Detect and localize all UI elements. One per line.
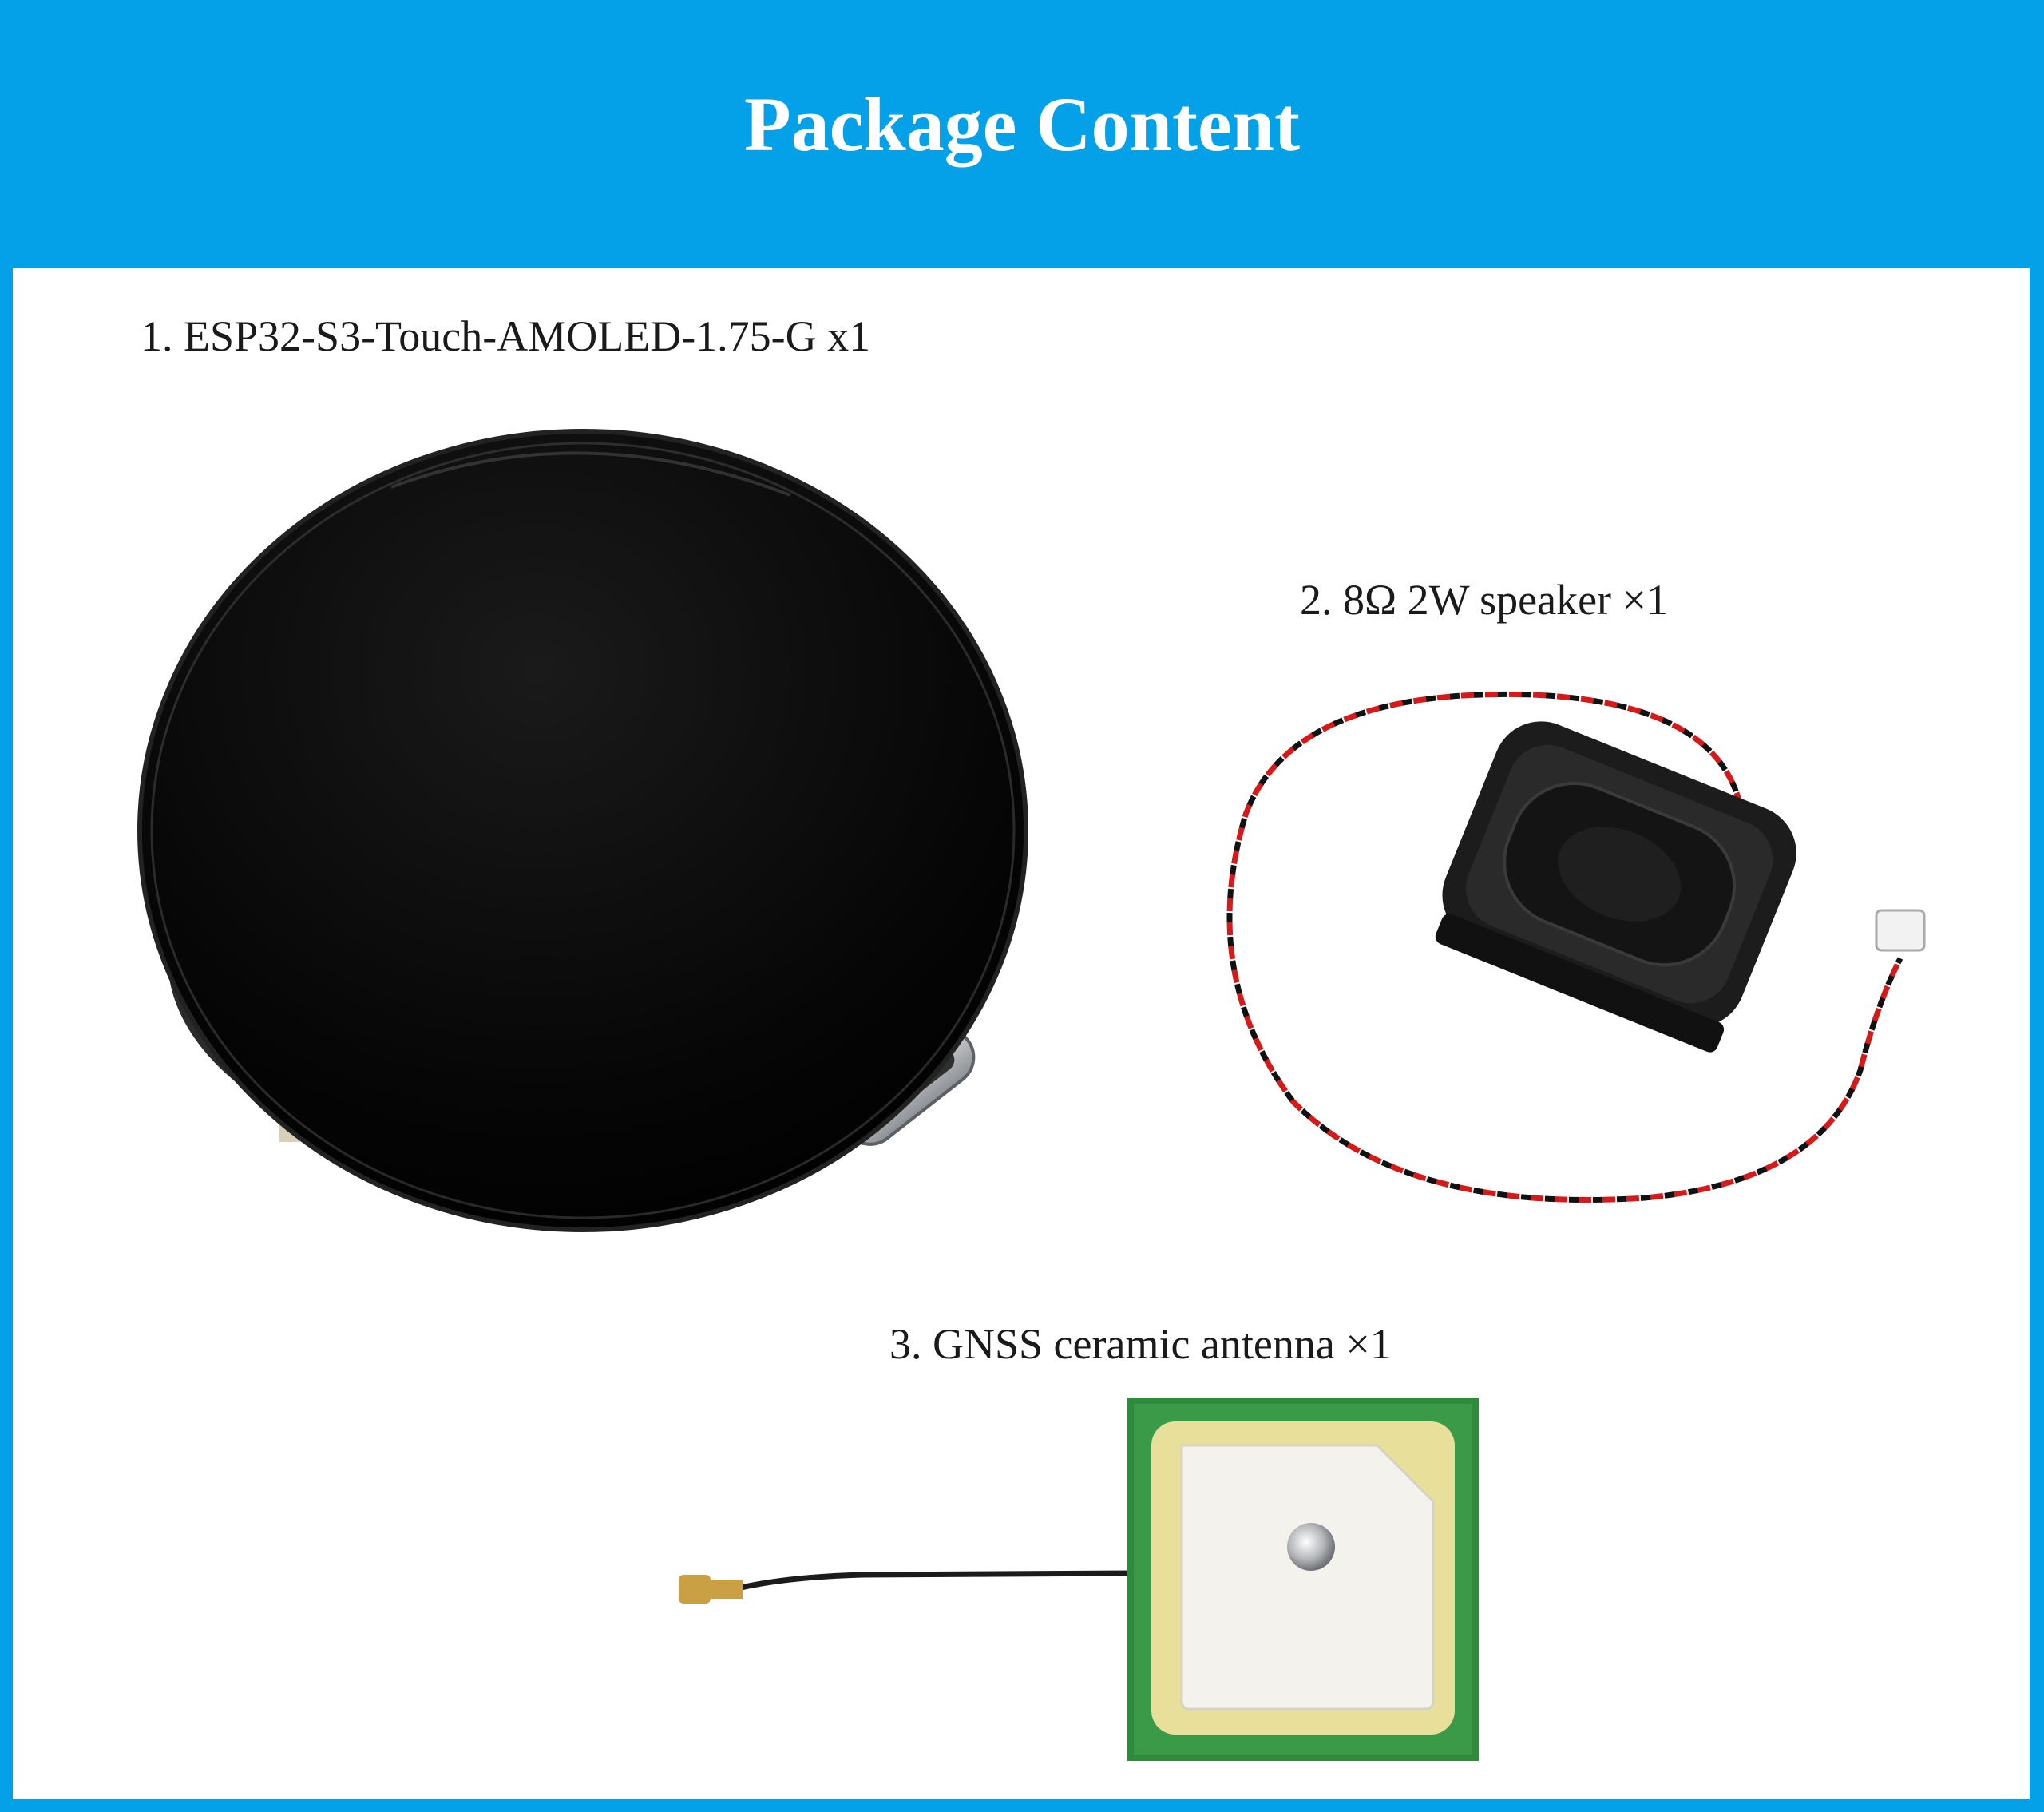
item-label-display: 1. ESP32-S3-Touch-AMOLED-1.75-G x1 (141, 312, 871, 360)
page-title: Package Content (744, 81, 1300, 167)
gnss-antenna-icon (679, 1398, 1479, 1761)
amoled-display-icon (137, 429, 1028, 1232)
item-label-speaker: 2. 8Ω 2W speaker ×1 (1300, 576, 1668, 624)
header-banner: Package Content (0, 0, 2044, 268)
speaker-icon (1226, 691, 1926, 1203)
item-label-antenna: 3. GNSS ceramic antenna ×1 (889, 1320, 1392, 1368)
